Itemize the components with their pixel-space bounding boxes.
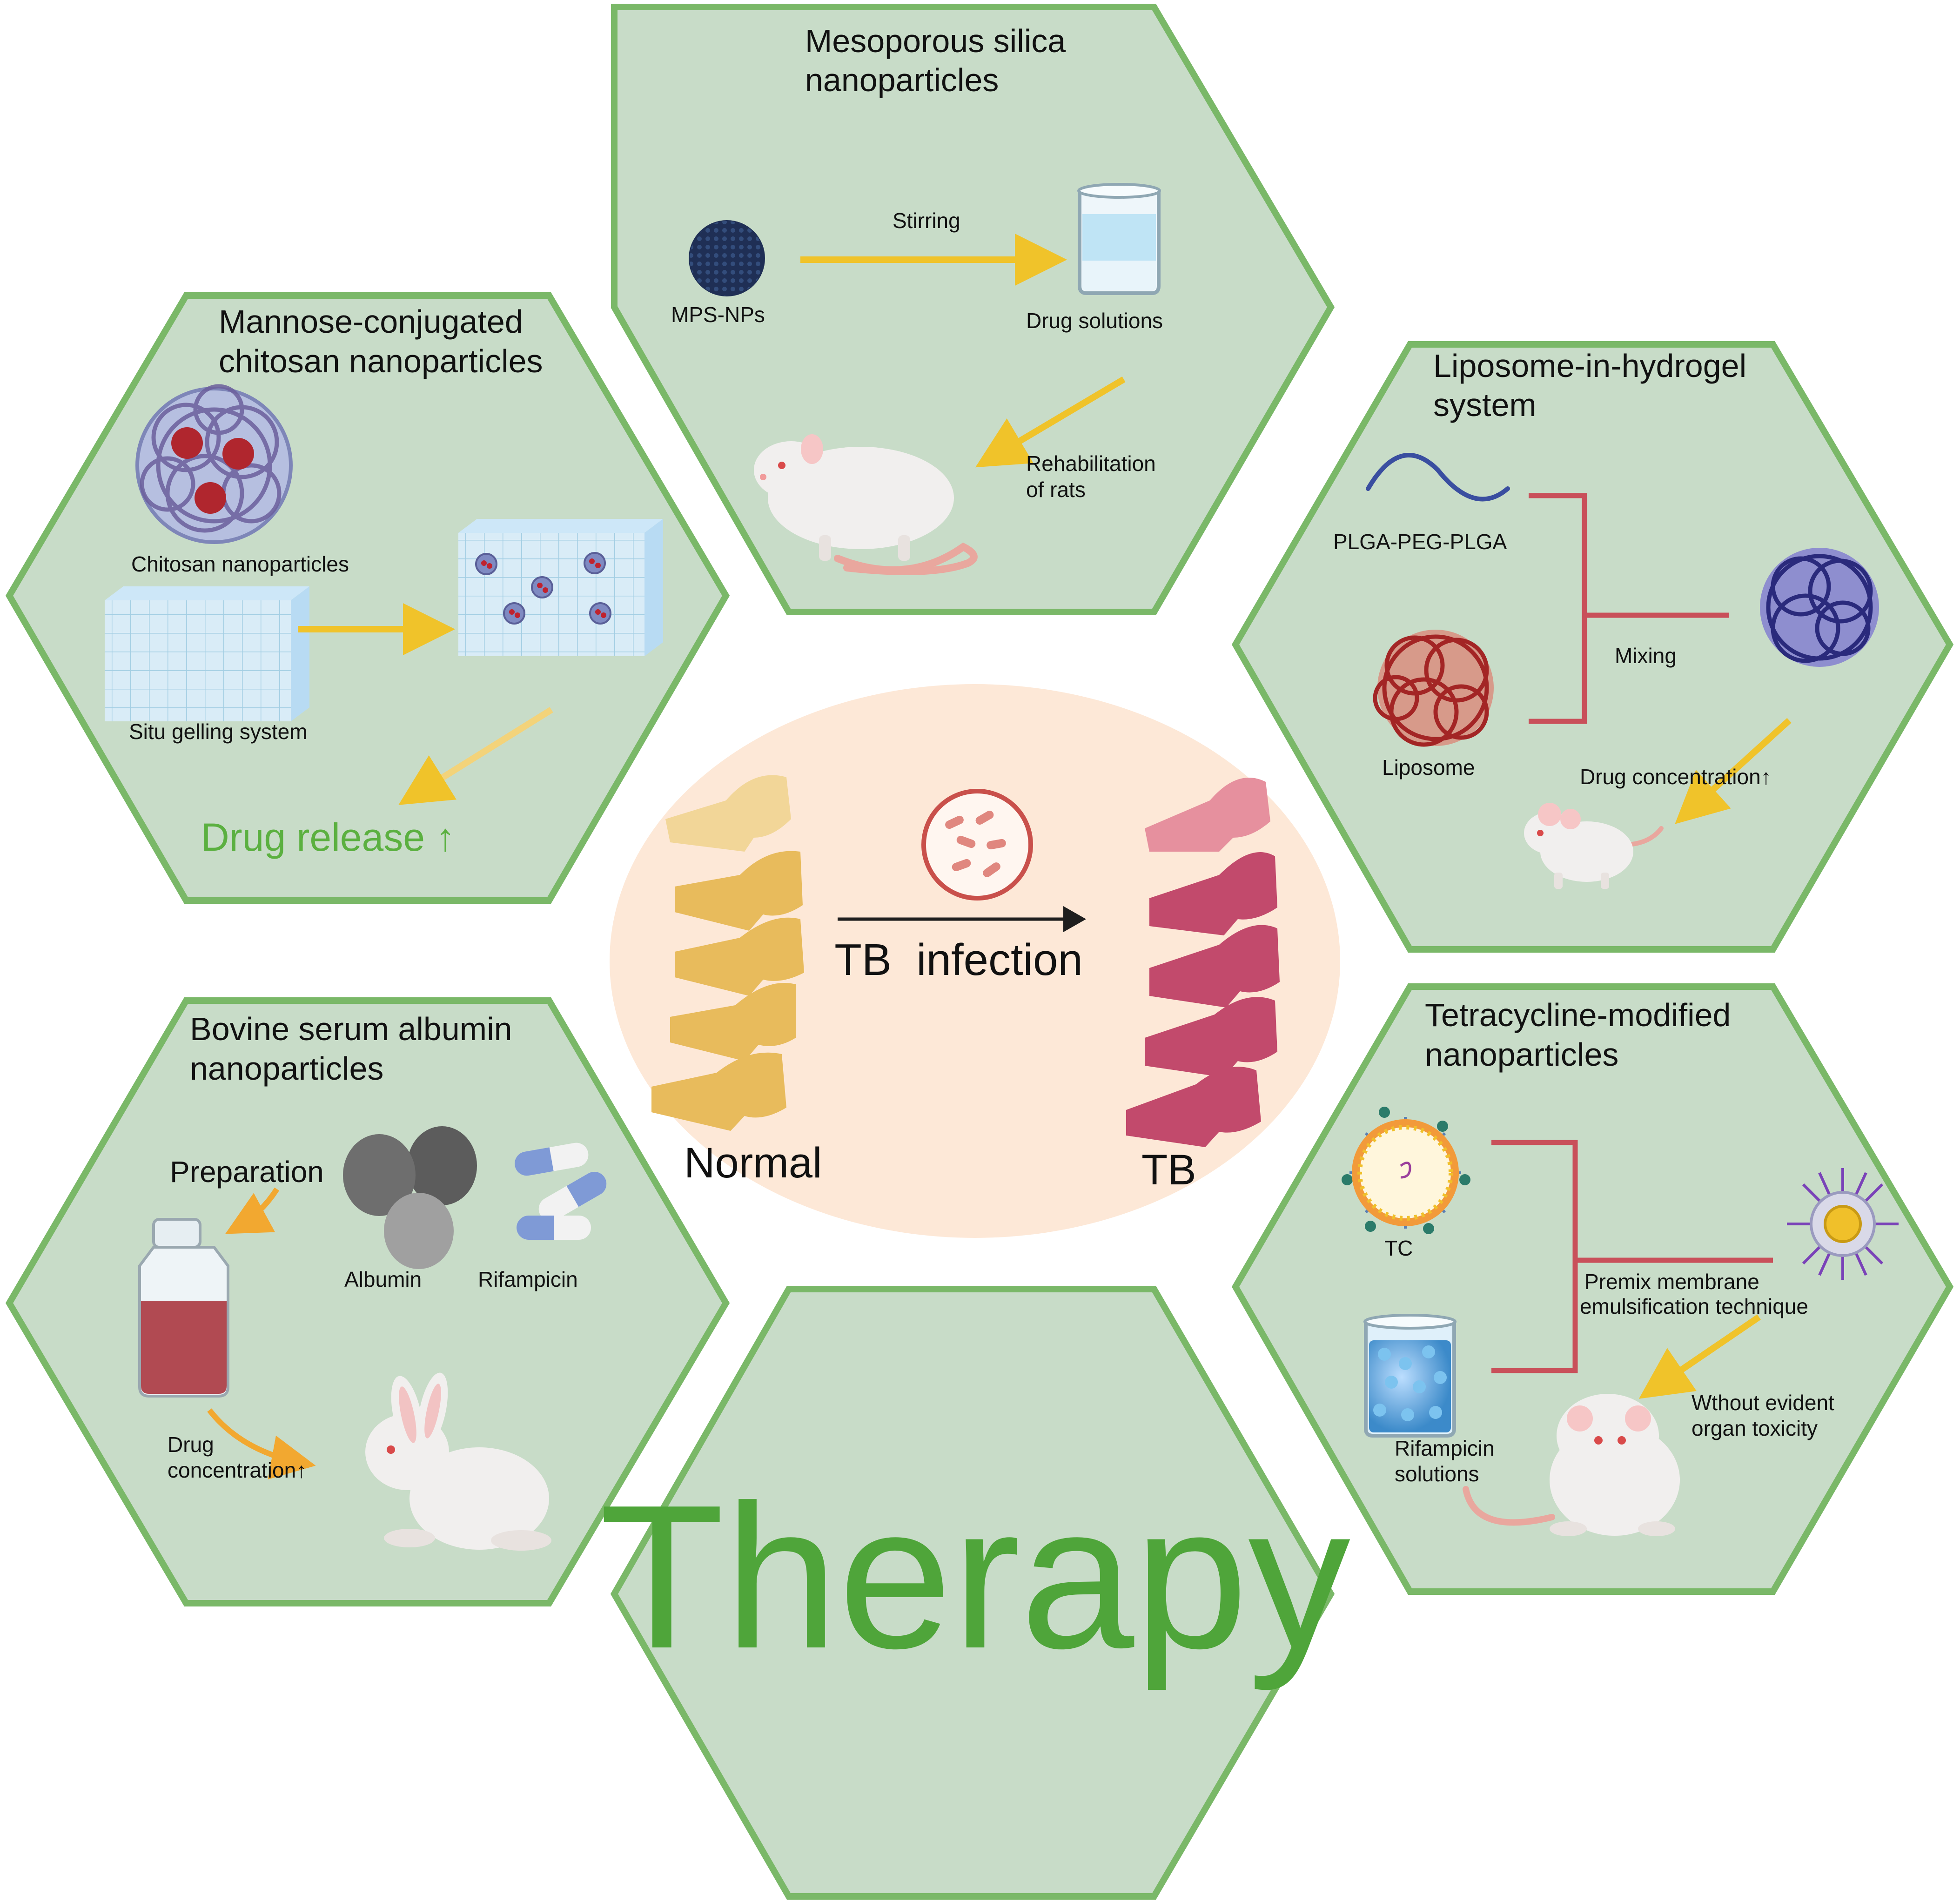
rabbit-icon [365, 1372, 551, 1551]
plga-polymer-icon [1366, 453, 1510, 502]
toxicity-arrow [1638, 1314, 1761, 1399]
hexagon-upper-right [1231, 341, 1954, 953]
concentration-label: concentration↑ [168, 1458, 307, 1482]
rat-icon [754, 434, 978, 575]
rifampicin-solutions-label: solutions [1395, 1462, 1479, 1486]
rehab-label: of rats [1026, 477, 1086, 502]
albumin-label: Albumin [344, 1267, 422, 1291]
tc-label: TC [1384, 1236, 1413, 1260]
rifampicin-label: Rifampicin [478, 1267, 578, 1291]
bacteria-icon [921, 789, 1033, 901]
loaded-gel-icon [458, 519, 663, 656]
concentration-label: Drug [168, 1432, 214, 1457]
mouse-icon [1524, 803, 1664, 889]
stirring-label: Stirring [893, 208, 960, 233]
release-arrow [398, 707, 553, 805]
mps-nanoparticle-texture [690, 221, 764, 296]
tc-nanoparticle-icon [1342, 1107, 1470, 1234]
drug-solutions-label: Drug solutions [1026, 309, 1163, 333]
panel-title: nanoparticles [1425, 1036, 1618, 1073]
rifampicin-solutions-label: Rifampicin [1395, 1436, 1495, 1460]
rehab-arrow [975, 376, 1126, 468]
concentration-arrow [1675, 718, 1792, 824]
panel-title: Bovine serum albumin [190, 1011, 512, 1047]
liposome-label: Liposome [1382, 755, 1475, 780]
premix-bracket [1491, 1140, 1773, 1373]
rehab-label: Rehabilitation [1026, 451, 1156, 476]
panel-mannose-chitosan: Mannose-conjugated chitosan nanoparticle… [105, 303, 663, 859]
chitosan-label: Chitosan nanoparticles [131, 552, 349, 576]
preparation-arrow [225, 1187, 280, 1234]
mps-label: MPS-NPs [671, 302, 765, 327]
infection-label: TB infection [834, 935, 1083, 985]
therapy-title: Therapy [599, 1463, 1350, 1692]
beaker-blue-icon [1363, 1314, 1457, 1438]
panel-title: nanoparticles [190, 1050, 383, 1087]
beaker-icon [1077, 183, 1161, 295]
toxicity-label: Wthout evident [1692, 1391, 1834, 1415]
rat-front-icon [1463, 1394, 1680, 1536]
panel-title: Tetracycline-modified [1425, 997, 1731, 1033]
tb-label: TB [1141, 1146, 1196, 1194]
panel-title: system [1433, 387, 1537, 423]
panel-title: chitosan nanoparticles [219, 343, 543, 379]
concentration-arrow [207, 1408, 316, 1480]
hydrogel-sphere-icon [1760, 548, 1879, 667]
modified-nanoparticle-icon [1787, 1168, 1899, 1280]
liposome-icon [1373, 630, 1494, 747]
mixing-bracket [1529, 493, 1729, 724]
gel-label: Situ gelling system [129, 719, 308, 744]
concentration-label: Drug concentration↑ [1580, 765, 1772, 789]
panel-title: Mannose-conjugated [219, 303, 523, 340]
tb-spine-icon [1126, 778, 1280, 1147]
toxicity-label: organ toxicity [1692, 1416, 1818, 1440]
panel-mesoporous-silica: Mesoporous silica nanoparticles MPS-NPs … [671, 23, 1163, 575]
premix-label: Premix membrane [1584, 1270, 1759, 1294]
drug-release-label: Drug release ↑ [201, 815, 455, 859]
hexagon-bottom [610, 1286, 1335, 1900]
panel-title: Mesoporous silica [805, 23, 1066, 59]
mixing-label: Mixing [1615, 644, 1677, 668]
panel-liposome-hydrogel: Liposome-in-hydrogel system PLGA-PEG-PLG… [1333, 348, 1879, 889]
rifampicin-capsule-icon [514, 1143, 607, 1240]
panel-tetracycline: Tetracycline-modified nanoparticles TC P… [1342, 997, 1899, 1536]
panel-title: nanoparticles [805, 62, 999, 98]
preparation-label: Preparation [170, 1155, 324, 1189]
gel-block-icon [105, 586, 309, 721]
chitosan-nanoparticle-icon [135, 384, 293, 544]
panel-title: Liposome-in-hydrogel [1433, 348, 1746, 384]
plga-label: PLGA-PEG-PLGA [1333, 530, 1507, 554]
normal-label: Normal [684, 1139, 822, 1187]
albumin-icon [343, 1126, 477, 1269]
panel-bovine-serum-albumin: Bovine serum albumin nanoparticles Prepa… [138, 1011, 607, 1551]
normal-spine-icon [651, 775, 804, 1131]
premix-label: emulsification technique [1580, 1294, 1808, 1318]
vial-icon [138, 1218, 229, 1398]
